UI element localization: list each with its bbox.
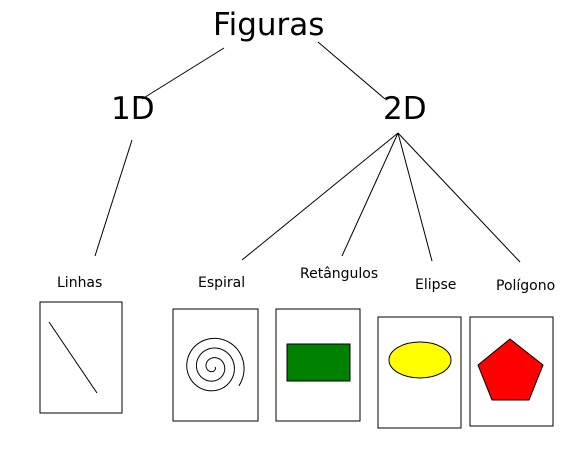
card-linhas-frame [39, 301, 123, 414]
ellipse-icon [388, 341, 452, 379]
edge-root-1d [141, 47, 225, 100]
card-linhas [39, 301, 123, 414]
card-elipse [377, 316, 462, 429]
spiral-icon [186, 337, 245, 392]
edge-2d-poligono [397, 132, 521, 263]
node-2d-label: 2D [383, 91, 427, 127]
pentagon-icon [477, 338, 544, 401]
leaf-label-poligono: Polígono [496, 278, 556, 294]
edge-2d-elipse [397, 132, 433, 262]
card-retangulos [275, 308, 361, 422]
root-node-label: Figuras [213, 7, 325, 43]
edge-root-2d [317, 41, 386, 100]
leaf-label-elipse: Elipse [415, 277, 457, 293]
node-1d-label: 1D [111, 91, 155, 127]
edge-1d-linhas [94, 139, 133, 257]
card-espiral [172, 308, 259, 422]
edge-2d-espiral [241, 132, 399, 261]
connectors [94, 41, 521, 263]
card-espiral-frame [172, 308, 259, 422]
leaf-label-linhas: Linhas [57, 275, 103, 291]
card-poligono [469, 316, 554, 427]
line-segment-icon [48, 321, 98, 394]
leaf-label-retangulos: Retângulos [300, 266, 379, 282]
rectangle-icon [286, 343, 351, 382]
edge-2d-retangulos [341, 132, 399, 257]
leaf-label-espiral: Espiral [198, 275, 246, 291]
